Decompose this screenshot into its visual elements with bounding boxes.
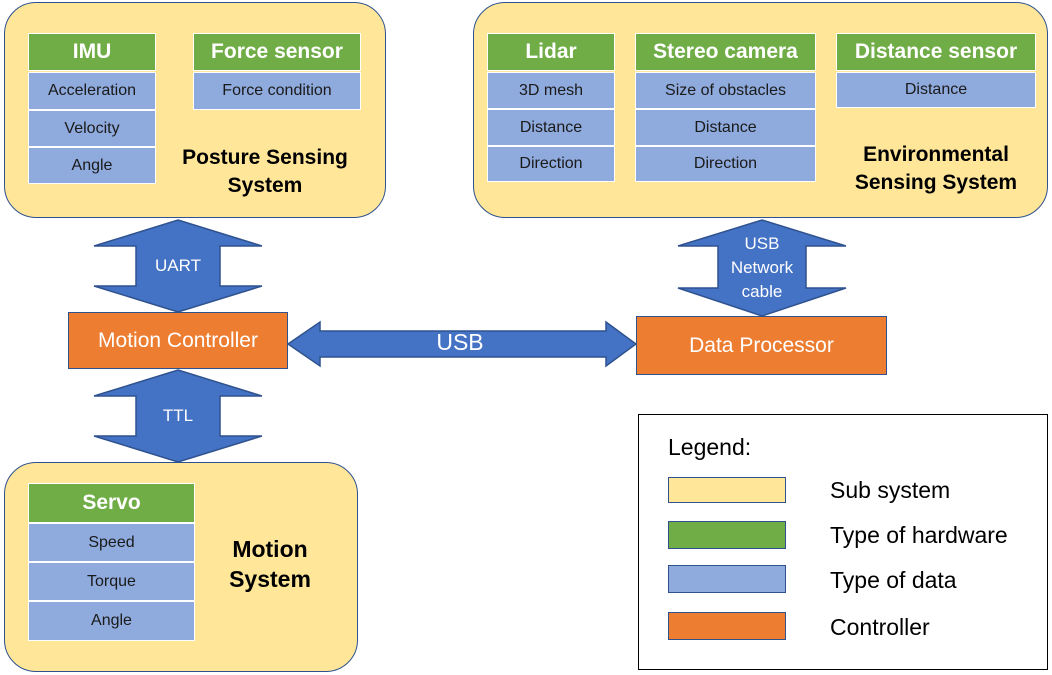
force-sensor-data-force-condition: Force condition — [193, 72, 361, 110]
stereo-camera-data-distance: Distance — [635, 109, 816, 146]
usb-network-cable-label: USB Network cable — [700, 232, 824, 304]
environment-title-line1: Environmental — [863, 143, 1009, 166]
servo-hardware: Servo — [28, 483, 195, 523]
legend-swatch-type-of-data — [668, 565, 786, 593]
motion-title-line2: System — [229, 566, 311, 592]
lidar-data-direction: Direction — [487, 146, 615, 182]
servo-data-angle: Angle — [28, 601, 195, 641]
usb-network-line2: Network — [730, 258, 794, 277]
servo-data-torque: Torque — [28, 562, 195, 601]
posture-title-line1: Posture Sensing — [182, 146, 348, 169]
usb-network-line3: cable — [741, 282, 783, 301]
distance-sensor-data-distance: Distance — [836, 72, 1036, 108]
usb-network-line1: USB — [744, 234, 780, 253]
environment-title-line2: Sensing System — [854, 171, 1018, 194]
motion-system-title: Motion System — [200, 534, 340, 594]
uart-label: UART — [155, 256, 201, 275]
posture-sensing-title: Posture Sensing System — [160, 144, 370, 200]
motion-title-line1: Motion — [232, 536, 308, 562]
lidar-data-distance: Distance — [487, 109, 615, 146]
stereo-camera-data-direction: Direction — [635, 146, 816, 182]
lidar-hardware: Lidar — [487, 33, 615, 71]
legend-label-sub-system: Sub system — [830, 477, 951, 503]
legend-swatch-sub-system — [668, 477, 786, 503]
force-sensor-hardware: Force sensor — [193, 33, 361, 71]
environmental-sensing-title: Environmental Sensing System — [826, 141, 1046, 197]
legend-swatch-controller — [668, 612, 786, 640]
posture-title-line2: System — [227, 174, 303, 197]
usb-label: USB — [436, 329, 484, 355]
data-processor: Data Processor — [636, 316, 887, 375]
imu-data-velocity: Velocity — [28, 110, 156, 147]
legend-swatch-type-of-hardware — [668, 521, 786, 549]
motion-controller: Motion Controller — [68, 312, 288, 369]
imu-data-acceleration: Acceleration — [28, 72, 156, 110]
stereo-camera-hardware: Stereo camera — [635, 33, 816, 71]
stereo-camera-data-size-of-obstacles: Size of obstacles — [635, 72, 816, 109]
imu-hardware: IMU — [28, 33, 156, 71]
lidar-data-3d-mesh: 3D mesh — [487, 72, 615, 109]
legend-label-type-of-hardware: Type of hardware — [830, 522, 1008, 548]
imu-data-angle: Angle — [28, 147, 156, 184]
legend-title: Legend: — [668, 434, 752, 460]
distance-sensor-hardware: Distance sensor — [836, 33, 1036, 71]
legend-label-controller: Controller — [830, 614, 930, 640]
ttl-label: TTL — [162, 406, 194, 425]
legend-label-type-of-data: Type of data — [830, 567, 957, 593]
servo-data-speed: Speed — [28, 523, 195, 562]
